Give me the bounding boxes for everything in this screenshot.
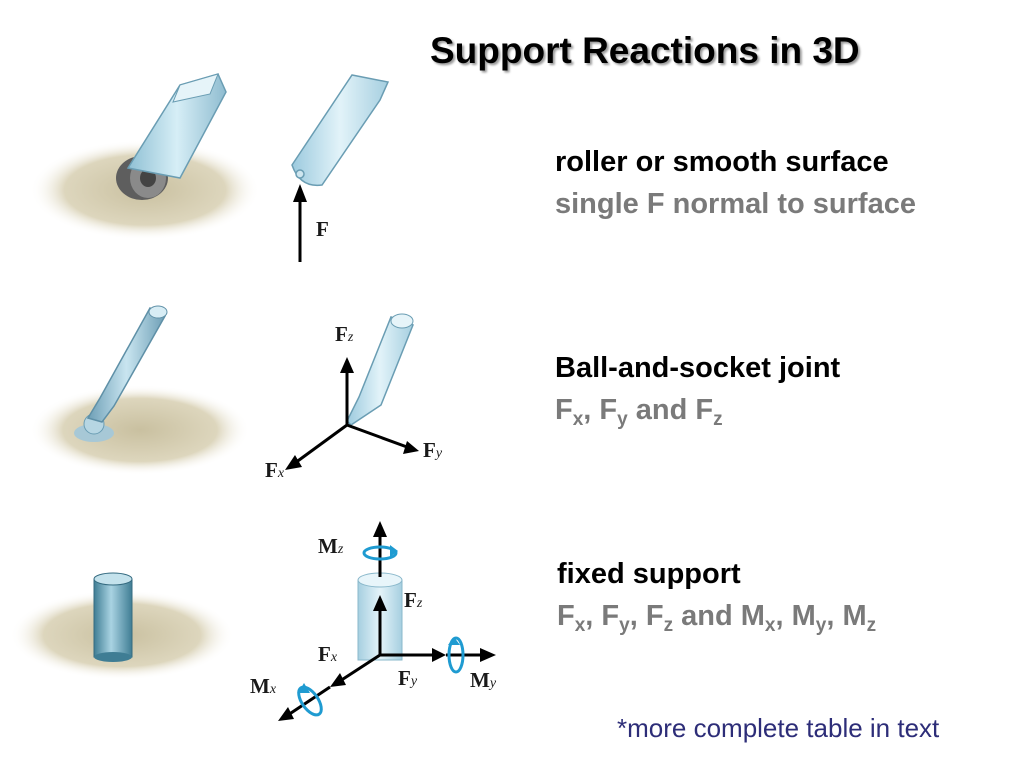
- roller-support-illustration: [30, 73, 260, 240]
- force-label-fz: Fz: [335, 322, 354, 346]
- force-label-fy: Fy: [423, 438, 443, 462]
- ball-socket-illustration: [30, 305, 250, 475]
- fixed-member: [93, 578, 133, 658]
- ground-surface: [30, 385, 250, 475]
- moment-arrow-mx: [297, 685, 323, 717]
- force-label-fx: Fx: [318, 642, 338, 666]
- moment-label-my: My: [470, 668, 497, 692]
- roller-member-fbd: [291, 74, 390, 187]
- force-label-f: F: [316, 217, 329, 241]
- roller-heading: roller or smooth surface: [555, 146, 889, 178]
- force-label-fx: Fx: [265, 458, 285, 482]
- force-arrow-fx: [339, 653, 381, 683]
- roller-member: [126, 73, 227, 179]
- moment-arrow-mz: [362, 545, 398, 561]
- moment-arrow-my: [447, 636, 465, 674]
- ball-socket-description: Fx, Fy and Fz: [555, 394, 723, 430]
- ball-socket-member-fbd: [346, 316, 414, 426]
- fixed-support-illustration: [10, 572, 234, 680]
- moment-axis-mx: [287, 685, 331, 717]
- ball-socket-heading: Ball-and-socket joint: [555, 352, 841, 384]
- force-arrow-fx: [294, 423, 348, 465]
- moment-label-mx: Mx: [250, 674, 277, 698]
- footnote: *more complete table in text: [617, 713, 940, 743]
- force-arrow-fy: [346, 423, 408, 449]
- force-label-fz: Fz: [404, 588, 423, 612]
- page-title: Support Reactions in 3D: [430, 30, 860, 71]
- roller-free-body-diagram: F: [291, 74, 390, 262]
- fixed-support-description: Fx, Fy, Fz and Mx, My, Mz: [557, 600, 877, 636]
- ball-socket-free-body-diagram: Fz Fx Fy: [265, 313, 443, 482]
- force-label-fy: Fy: [398, 666, 418, 690]
- fixed-support-free-body-diagram: Mz Fz Fx Fy Mx My: [250, 521, 497, 721]
- fixed-support-heading: fixed support: [557, 558, 741, 590]
- roller-description: single F normal to surface: [555, 188, 916, 220]
- moment-label-mz: Mz: [318, 534, 344, 558]
